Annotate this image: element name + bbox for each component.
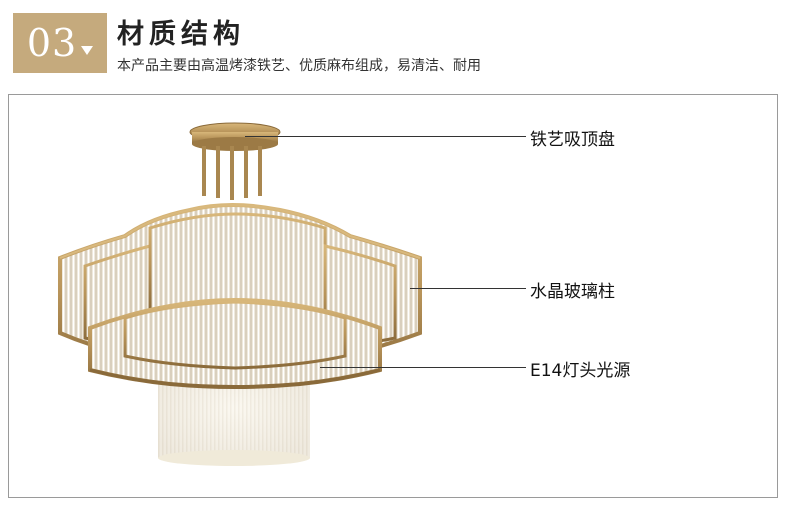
callout-crystal-rods: 水晶玻璃柱 bbox=[530, 282, 615, 302]
callout-light-source: E14灯头光源 bbox=[530, 361, 631, 381]
product-frame bbox=[8, 94, 778, 498]
section-number: 03 bbox=[26, 21, 78, 65]
chandelier-image bbox=[58, 122, 422, 466]
leader-line-ceiling-plate bbox=[245, 136, 526, 137]
section-number-badge: 03 bbox=[13, 13, 107, 73]
triangle-down-icon bbox=[81, 45, 94, 55]
section-title: 材质结构 bbox=[117, 19, 245, 50]
section-description: 本产品主要由高温烤漆铁艺、优质麻布组成，易清洁、耐用 bbox=[117, 58, 481, 74]
leader-line-crystal-rods bbox=[410, 288, 526, 289]
leader-line-light-source bbox=[320, 367, 526, 368]
callout-ceiling-plate: 铁艺吸顶盘 bbox=[530, 130, 615, 150]
